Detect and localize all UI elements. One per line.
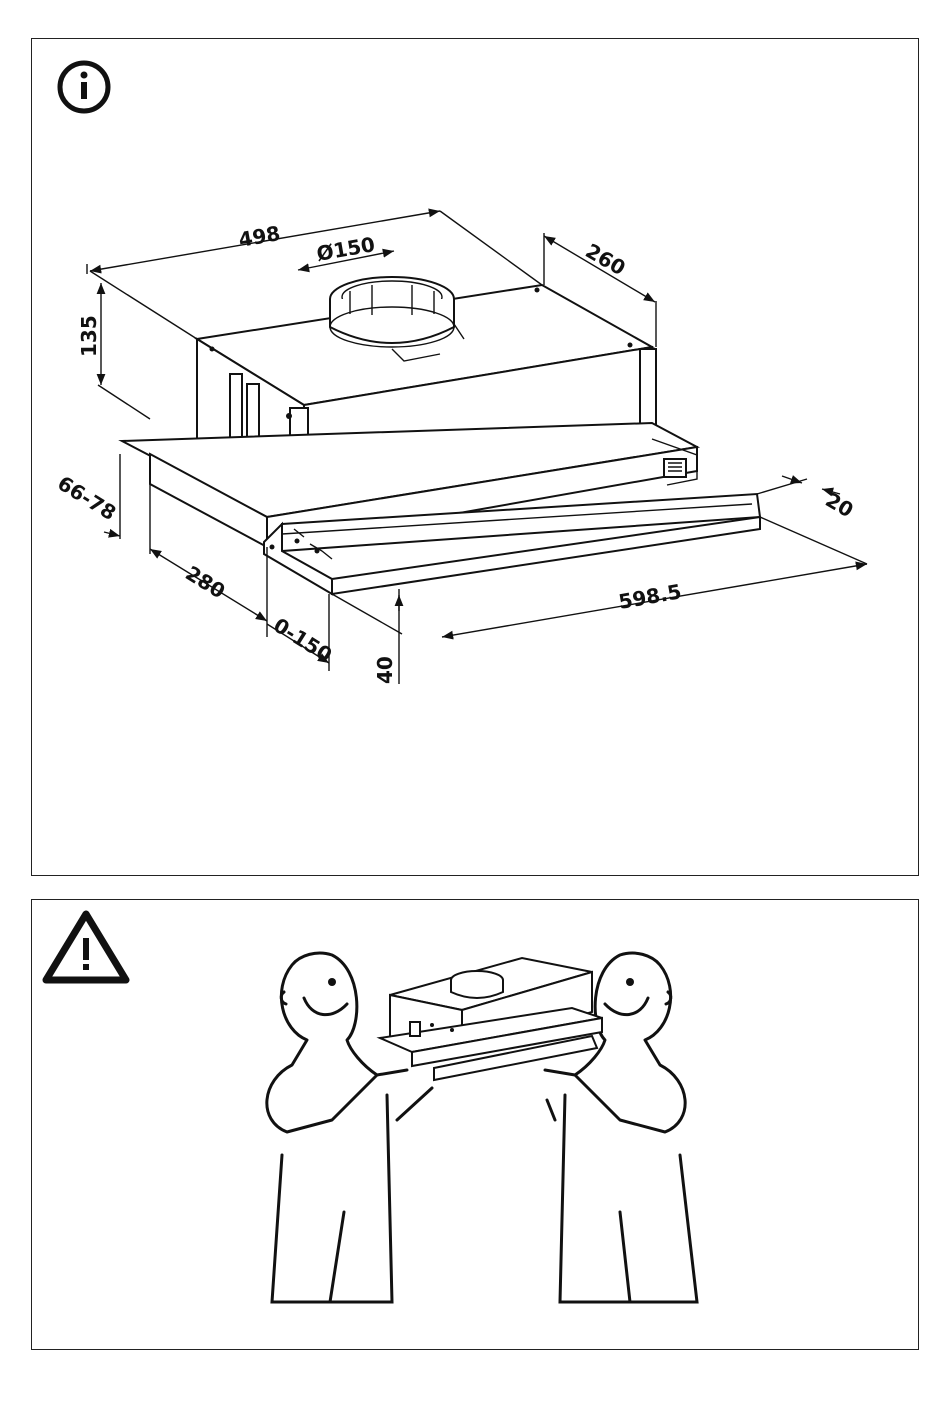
info-icon bbox=[60, 63, 108, 111]
dim-side-offset: 66-78 bbox=[53, 471, 120, 525]
dim-depth-top: 260 bbox=[582, 239, 630, 281]
dim-duct-diameter: Ø150 bbox=[315, 232, 377, 266]
dim-depth-bottom: 280 bbox=[181, 561, 229, 603]
info-panel: 498 Ø150 260 135 66-78 280 0-150 40 598.… bbox=[31, 38, 919, 876]
dim-extension: 0-150 bbox=[269, 613, 336, 667]
dim-front-height: 40 bbox=[373, 656, 397, 684]
two-person-lift-illustration bbox=[32, 900, 920, 1351]
hood-dimension-drawing: 498 Ø150 260 135 66-78 280 0-150 40 598.… bbox=[32, 39, 920, 877]
dim-front-lip: 20 bbox=[822, 488, 858, 523]
hood-base bbox=[122, 423, 760, 594]
dim-width-top: 498 bbox=[237, 221, 282, 252]
carried-hood bbox=[380, 958, 602, 1080]
dim-total-width: 598.5 bbox=[617, 579, 683, 614]
warning-triangle-icon bbox=[46, 914, 126, 980]
warning-panel bbox=[31, 899, 919, 1350]
dim-height: 135 bbox=[77, 315, 101, 357]
